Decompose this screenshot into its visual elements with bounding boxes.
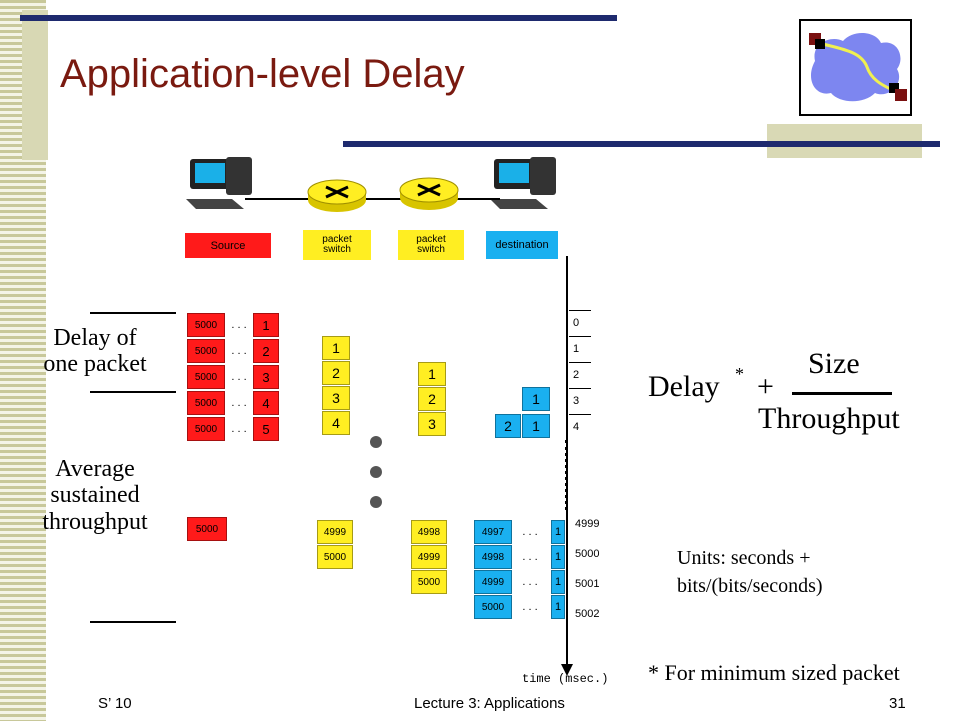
switch-1-node-label: packet switch <box>322 234 352 255</box>
delay-of-one-packet-line-2: one packet <box>43 351 147 378</box>
destination-late-id: 1 <box>551 570 565 594</box>
source-node-box: Source <box>185 233 271 258</box>
switch-1-packet: 3 <box>322 386 350 410</box>
bracket-line-mid <box>90 391 176 393</box>
formula-star: * <box>735 364 744 384</box>
destination-late-id: 1 <box>551 595 565 619</box>
units-note-line-1: Units: seconds + <box>677 547 811 569</box>
source-packet-id: 5 <box>253 417 279 441</box>
destination-late-packet: 4999 <box>474 570 512 594</box>
destination-late-dots: . . . <box>522 526 538 538</box>
formula-plus: + <box>757 370 774 403</box>
source-packet-dots: . . . <box>231 345 247 357</box>
formula-denominator: Throughput <box>758 402 900 435</box>
destination-packet: 2 <box>495 414 521 438</box>
switch-1-packet: 1 <box>322 336 350 360</box>
destination-late-id: 1 <box>551 545 565 569</box>
destination-late-dots: . . . <box>522 551 538 563</box>
time-tick-label: 2 <box>569 362 591 386</box>
time-tick-label: 0 <box>569 310 591 334</box>
formula-numerator: Size <box>808 347 860 380</box>
source-packet-size: 5000 <box>187 391 225 415</box>
time-axis-arrowhead <box>561 664 573 676</box>
source-packet-id: 4 <box>253 391 279 415</box>
destination-late-packet: 4997 <box>474 520 512 544</box>
switch-2-packet: 1 <box>418 362 446 386</box>
source-packet-id: 3 <box>253 365 279 389</box>
time-tick-label: 5001 <box>575 578 600 590</box>
destination-late-dots: . . . <box>522 601 538 613</box>
ellipsis-dot-3 <box>370 496 382 508</box>
network-cloud-logo <box>799 19 912 116</box>
source-computer-icon <box>186 155 254 210</box>
source-node-label: Source <box>210 239 246 252</box>
ellipsis-dot-2 <box>370 466 382 478</box>
source-packet-size: 5000 <box>187 417 225 441</box>
bracket-line-top <box>90 312 176 314</box>
switch-2-packet: 3 <box>418 412 446 436</box>
switch-2-packet: 2 <box>418 387 446 411</box>
destination-late-id: 1 <box>551 520 565 544</box>
delay-of-one-packet-label: Delay of one packet <box>20 325 170 378</box>
average-throughput-line-1: Average <box>55 456 135 482</box>
source-packet-size: 5000 <box>187 339 225 363</box>
time-tick-label: 5002 <box>575 608 600 620</box>
switch-2-node-box: packet switch <box>398 230 464 260</box>
source-packet-id: 1 <box>253 313 279 337</box>
destination-late-dots: . . . <box>522 576 538 588</box>
source-packet-dots: . . . <box>231 397 247 409</box>
slide-title: Application-level Delay <box>60 52 465 96</box>
destination-computer-icon <box>490 155 558 210</box>
time-tick-label: 4999 <box>575 518 600 530</box>
destination-node-label: destination <box>495 239 549 251</box>
delay-of-one-packet-line-1: Delay of <box>53 325 137 351</box>
source-packet-size: 5000 <box>187 313 225 337</box>
switch-1-late-packet: 5000 <box>317 545 353 569</box>
time-tick-label: 5000 <box>575 548 600 560</box>
time-tick-label: 1 <box>569 336 591 360</box>
average-throughput-line-2: sustained <box>50 482 140 509</box>
switch-1-node-box: packet switch <box>303 230 371 260</box>
left-vertical-bar <box>22 10 48 160</box>
time-axis-label: time (msec.) <box>522 672 609 686</box>
bracket-line-bottom <box>90 621 176 623</box>
time-tick-label: 4 <box>569 414 591 438</box>
average-throughput-line-3: throughput <box>42 508 148 535</box>
minimum-packet-note: * For minimum sized packet <box>648 660 900 685</box>
destination-node-box: destination <box>486 231 558 259</box>
link-line <box>245 198 500 200</box>
switch-2-late-packet: 4999 <box>411 545 447 569</box>
source-packet-dots: . . . <box>231 371 247 383</box>
destination-late-packet: 5000 <box>474 595 512 619</box>
ellipsis-dot-1 <box>370 436 382 448</box>
source-packet-dots: . . . <box>231 319 247 331</box>
switch-1-packet: 2 <box>322 361 350 385</box>
switch-1-packet: 4 <box>322 411 350 435</box>
destination-packet: 1 <box>522 414 550 438</box>
source-packet-id: 2 <box>253 339 279 363</box>
units-note-line-2: bits/(bits/seconds) <box>677 575 823 597</box>
top-rule <box>20 15 617 21</box>
packet-switch-1-icon <box>306 178 368 214</box>
destination-packet: 1 <box>522 387 550 411</box>
formula-delay-term: Delay <box>648 370 720 403</box>
source-late-packet: 5000 <box>187 517 227 541</box>
switch-2-late-packet: 4998 <box>411 520 447 544</box>
destination-late-packet: 4998 <box>474 545 512 569</box>
footer-page-number: 31 <box>889 695 906 712</box>
switch-2-late-packet: 5000 <box>411 570 447 594</box>
switch-1-late-packet: 4999 <box>317 520 353 544</box>
footer-lecture-title: Lecture 3: Applications <box>414 695 565 712</box>
source-packet-dots: . . . <box>231 423 247 435</box>
units-note: Units: seconds + bits/(bits/seconds) <box>677 544 823 600</box>
time-tick-label: 3 <box>569 388 591 412</box>
time-axis-dotted-gap <box>565 440 568 510</box>
switch-2-node-label: packet switch <box>416 234 446 255</box>
source-packet-size: 5000 <box>187 365 225 389</box>
average-throughput-label: Average sustained throughput <box>20 456 170 535</box>
footer-semester: S’ 10 <box>98 695 132 712</box>
fraction-bar <box>792 392 892 395</box>
packet-switch-2-icon <box>398 176 460 212</box>
mid-rule <box>343 141 940 147</box>
